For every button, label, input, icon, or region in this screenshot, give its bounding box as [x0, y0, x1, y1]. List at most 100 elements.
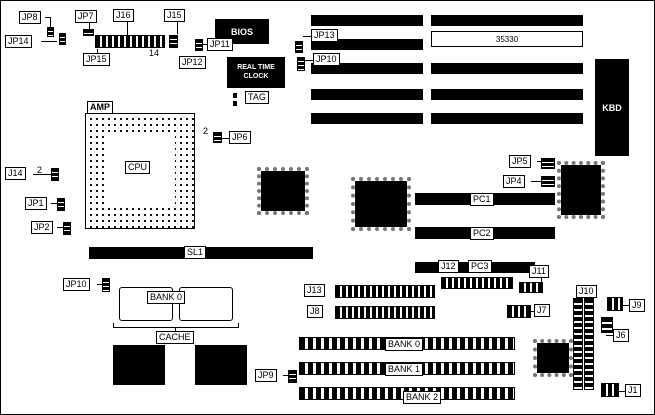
isa-slot-1-left — [311, 15, 423, 26]
jumper-jp10-left — [102, 278, 110, 292]
label-amp: AMP — [87, 101, 113, 114]
tag-bracket-top — [233, 93, 237, 98]
label-tag: TAG — [245, 91, 269, 104]
isa-slot-5-right — [431, 113, 583, 124]
label-cache: CACHE — [156, 331, 194, 344]
j13-connector — [335, 285, 435, 298]
cache-chip-1 — [113, 345, 165, 385]
leader-jp8 — [45, 17, 51, 18]
isa-slot-5-left — [311, 113, 423, 124]
pin2-marker-j14: 2 — [37, 165, 43, 175]
label-j10: J10 — [576, 285, 597, 298]
label-j8: J8 — [307, 305, 323, 318]
label-jp10-top: JP10 — [313, 53, 340, 66]
jumper-jp5 — [541, 158, 555, 169]
label-jp1: JP1 — [25, 197, 47, 210]
label-jp9: JP9 — [255, 369, 277, 382]
jumper-jp7 — [83, 29, 94, 36]
jumper-jp10-top — [297, 57, 305, 71]
isa-slot-4-right — [431, 89, 583, 100]
label-jp7: JP7 — [75, 10, 97, 23]
label-pc2: PC2 — [470, 227, 494, 240]
j10-header-col-2 — [584, 298, 594, 390]
label-j14: J14 — [5, 167, 26, 180]
jumper-jp6 — [213, 132, 222, 143]
leader-jp7 — [89, 23, 90, 29]
pin14-marker: 14 — [149, 48, 160, 58]
label-jp4: JP4 — [503, 175, 525, 188]
label-j16: J16 — [113, 9, 134, 22]
qfp-chip-1 — [257, 167, 309, 215]
label-jp12: JP12 — [179, 56, 206, 69]
jumper-jp9 — [288, 370, 297, 383]
label-j6: J6 — [613, 329, 629, 342]
leader-j15 — [177, 22, 178, 34]
kbd-connector: KBD — [595, 59, 629, 156]
j1-connector — [601, 383, 619, 397]
cache-brace-left-tick — [113, 323, 114, 328]
leader-j1 — [619, 391, 625, 392]
qfp-chip-3 — [557, 161, 605, 219]
leader-j9 — [623, 305, 629, 306]
leader-jp13 — [303, 36, 311, 37]
label-pc3: PC3 — [468, 260, 492, 273]
label-jp11: JP11 — [207, 38, 233, 51]
rtc-chip: REAL TIME CLOCK — [227, 57, 285, 88]
label-jp14: JP14 — [5, 35, 32, 48]
tag-bracket-bottom — [233, 101, 237, 106]
label-j13: J13 — [304, 284, 325, 297]
jumper-jp13 — [295, 41, 303, 53]
label-j11: J11 — [529, 265, 549, 278]
cache-brace-center-tick — [175, 327, 176, 333]
part-number-box: 35330 — [431, 31, 583, 47]
kbd-label: KBD — [602, 103, 622, 113]
rtc-chip-label-2: CLOCK — [243, 73, 269, 80]
label-jp2: JP2 — [31, 221, 53, 234]
leader-j7 — [531, 311, 534, 312]
jumper-jp11 — [195, 39, 203, 51]
jumper-jp4 — [541, 176, 555, 187]
j10-header-col-1 — [573, 298, 583, 390]
leader-jp15 — [97, 49, 98, 53]
j9-connector — [607, 297, 623, 311]
jumper-j15 — [169, 35, 178, 48]
label-jp5: JP5 — [509, 155, 531, 168]
label-pc1: PC1 — [470, 193, 494, 206]
j12-connector — [441, 277, 513, 289]
label-j1: J1 — [625, 384, 641, 397]
label-j7: J7 — [534, 304, 550, 317]
cache-socket-2 — [179, 287, 233, 321]
j8-connector — [335, 306, 435, 319]
label-jp15: JP15 — [83, 53, 110, 66]
bios-chip-label: BIOS — [230, 27, 253, 37]
jumper-jp8 — [47, 27, 54, 37]
j11-connector — [519, 282, 543, 293]
leader-j6 — [606, 335, 613, 336]
label-bank1: BANK 1 — [385, 363, 424, 376]
leader-j14 — [33, 174, 51, 175]
jumper-j14 — [51, 168, 59, 181]
jumper-jp1 — [57, 198, 65, 211]
isa-slot-1-right — [431, 15, 583, 26]
leader-jp5 — [537, 161, 541, 162]
leader-jp10-top — [305, 60, 313, 61]
cache-chip-2 — [195, 345, 247, 385]
leader-j16 — [127, 22, 128, 35]
label-bank0: BANK 0 — [385, 338, 424, 351]
j6-connector — [601, 317, 613, 333]
label-cpu: CPU — [125, 161, 151, 174]
label-sl1: SL1 — [184, 246, 207, 259]
j16-pin-header — [95, 35, 165, 48]
leader-jp9 — [283, 375, 288, 376]
j7-connector — [507, 305, 531, 318]
label-bank2: BANK 2 — [403, 391, 442, 404]
jumper-jp2 — [63, 222, 71, 235]
leader-jp10-left — [97, 284, 102, 285]
isa-slot-2-left — [311, 39, 423, 50]
label-jp10-left: JP10 — [63, 278, 90, 291]
label-jp6: JP6 — [229, 131, 251, 144]
jumper-jp14 — [59, 33, 66, 45]
label-j9: J9 — [629, 299, 645, 312]
isa-slot-3-right — [431, 63, 583, 74]
